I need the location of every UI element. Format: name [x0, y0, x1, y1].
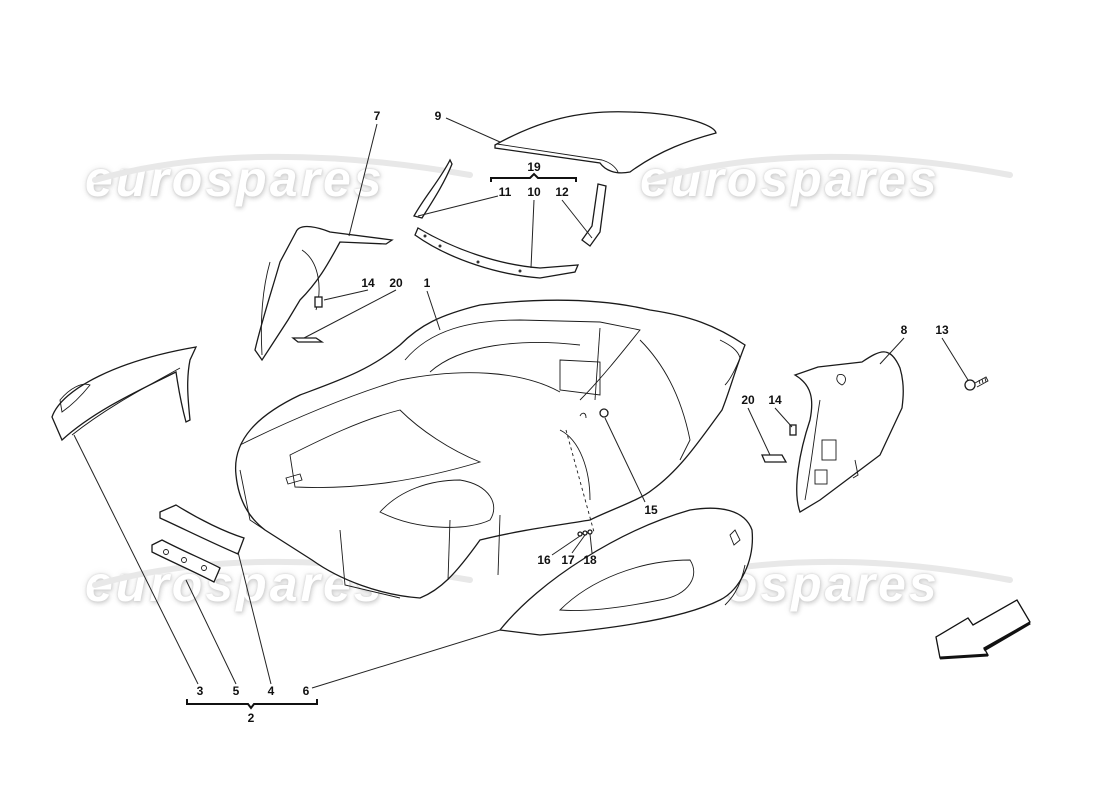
front-fender[interactable]	[51, 346, 198, 442]
left-rear-inner-panel[interactable]	[254, 225, 394, 362]
callout-16[interactable]: 16	[537, 553, 551, 567]
callout-1[interactable]: 1	[423, 276, 431, 290]
callout-15[interactable]: 15	[644, 503, 658, 517]
plate-right[interactable]	[761, 454, 788, 463]
callout-11[interactable]: 11	[498, 185, 512, 199]
right-rear-inner-panel[interactable]	[793, 351, 904, 513]
windscreen-frame[interactable]	[413, 158, 607, 279]
body-shell[interactable]	[234, 299, 746, 599]
plate-left[interactable]	[291, 337, 325, 343]
callout-20-left[interactable]: 20	[389, 276, 403, 290]
callout-18[interactable]: 18	[583, 553, 597, 567]
leader-lines	[73, 117, 969, 689]
brace-group-19	[490, 172, 577, 182]
callout-10[interactable]: 10	[527, 185, 541, 199]
lower-reinforcement[interactable]	[151, 539, 221, 583]
callout-7[interactable]: 7	[373, 109, 381, 123]
rear-side-panel[interactable]	[498, 507, 754, 636]
callout-13[interactable]: 13	[935, 323, 949, 337]
callout-14-left[interactable]: 14	[361, 276, 375, 290]
callout-5[interactable]: 5	[232, 684, 240, 698]
callout-9[interactable]: 9	[434, 109, 442, 123]
bracket-left[interactable]	[314, 296, 323, 308]
callout-12[interactable]: 12	[555, 185, 569, 199]
callout-19[interactable]: 19	[527, 160, 541, 174]
callout-6[interactable]: 6	[302, 684, 310, 698]
fuel-flap-hinge[interactable]	[579, 408, 609, 419]
callout-2[interactable]: 2	[247, 711, 255, 725]
callout-8[interactable]: 8	[900, 323, 908, 337]
roof-panel[interactable]	[494, 111, 717, 174]
callout-20-right[interactable]: 20	[741, 393, 755, 407]
bracket-right[interactable]	[789, 424, 797, 436]
bolt[interactable]	[964, 376, 989, 391]
callout-17[interactable]: 17	[561, 553, 575, 567]
callout-3[interactable]: 3	[196, 684, 204, 698]
callout-4[interactable]: 4	[267, 684, 275, 698]
brace-group-2	[186, 699, 318, 710]
callout-14-right[interactable]: 14	[768, 393, 782, 407]
front-direction-arrow	[935, 599, 1031, 660]
